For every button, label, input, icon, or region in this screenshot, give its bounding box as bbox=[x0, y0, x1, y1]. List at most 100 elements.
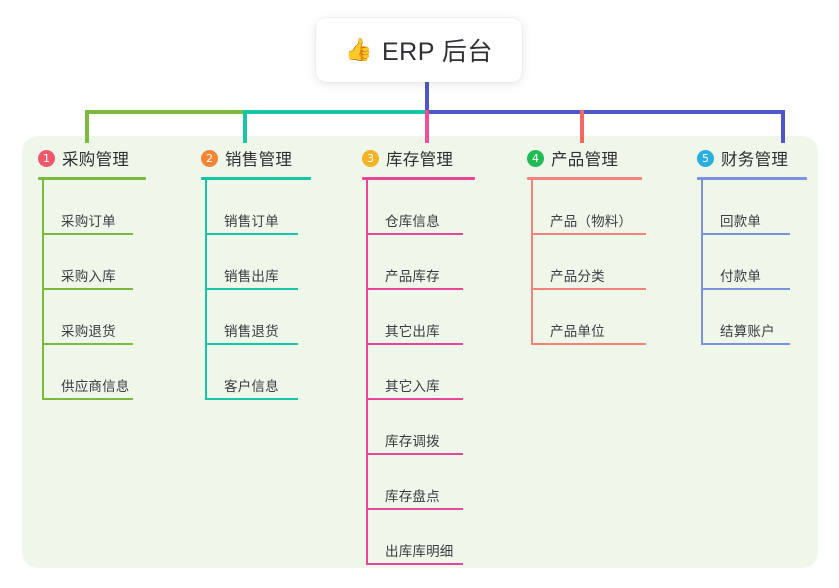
branch-header-rule bbox=[201, 177, 311, 180]
branch-item-label: 回款单 bbox=[720, 214, 762, 229]
branch-item-rule bbox=[206, 398, 298, 400]
branch-item-label: 其它入库 bbox=[385, 379, 440, 394]
branch-drop-3 bbox=[425, 110, 429, 143]
branch-column-库存管理: 3 库存管理仓库信息产品库存其它出库其它入库库存调拨库存盘点出库库明细 bbox=[362, 146, 475, 565]
branch-item-rule bbox=[43, 288, 133, 290]
branch-item[interactable]: 库存盘点 bbox=[367, 455, 475, 510]
branch-drop-1 bbox=[85, 110, 89, 143]
trunk-segment-purple bbox=[425, 110, 785, 114]
branch-header[interactable]: 1 采购管理 bbox=[38, 146, 146, 177]
branch-item[interactable]: 产品分类 bbox=[532, 235, 646, 290]
branch-drop-5 bbox=[781, 110, 785, 143]
branch-item-label: 销售出库 bbox=[224, 269, 279, 284]
branch-item-rule bbox=[702, 288, 790, 290]
branch-item-label: 供应商信息 bbox=[61, 379, 130, 394]
branch-spine bbox=[701, 180, 703, 345]
branch-items: 产品（物料） 产品分类产品单位 bbox=[527, 180, 646, 345]
branch-item[interactable]: 产品（物料） bbox=[532, 180, 646, 235]
branch-item-rule bbox=[367, 563, 463, 565]
branch-spine bbox=[531, 180, 533, 345]
branch-header[interactable]: 2 销售管理 bbox=[201, 146, 311, 177]
branch-item[interactable]: 采购订单 bbox=[43, 180, 146, 235]
diagram-background-panel bbox=[22, 136, 818, 568]
branch-item-label: 产品库存 bbox=[385, 269, 440, 284]
branch-item[interactable]: 产品库存 bbox=[367, 235, 475, 290]
branch-items: 仓库信息产品库存其它出库其它入库库存调拨库存盘点出库库明细 bbox=[362, 180, 475, 565]
trunk-segment-teal bbox=[243, 110, 427, 114]
branch-item-rule bbox=[702, 343, 790, 345]
thumbs-up-icon: 👍 bbox=[345, 37, 373, 62]
branch-item-rule bbox=[367, 288, 463, 290]
branch-item-label: 产品单位 bbox=[550, 324, 605, 339]
branch-item-rule bbox=[532, 343, 646, 345]
branch-header-label: 库存管理 bbox=[386, 151, 454, 169]
root-node[interactable]: 👍 ERP 后台 bbox=[316, 18, 522, 82]
branch-item[interactable]: 销售订单 bbox=[206, 180, 311, 235]
branch-spine bbox=[42, 180, 44, 400]
branch-item-label: 销售订单 bbox=[224, 214, 279, 229]
branch-item[interactable]: 其它入库 bbox=[367, 345, 475, 400]
branch-item-rule bbox=[367, 343, 463, 345]
branch-item-label: 其它出库 bbox=[385, 324, 440, 339]
branch-item[interactable]: 供应商信息 bbox=[43, 345, 146, 400]
branch-item[interactable]: 其它出库 bbox=[367, 290, 475, 345]
branch-items: 采购订单采购入库采购退货供应商信息 bbox=[38, 180, 146, 400]
branch-number-badge: 1 bbox=[38, 149, 55, 167]
branch-item-label: 采购订单 bbox=[61, 214, 116, 229]
branch-item[interactable]: 付款单 bbox=[702, 235, 807, 290]
root-node-title: 👍 ERP 后台 bbox=[345, 32, 493, 68]
branch-item-rule bbox=[532, 233, 646, 235]
branch-item[interactable]: 出库库明细 bbox=[367, 510, 475, 565]
branch-items: 回款单付款单结算账户 bbox=[697, 180, 807, 345]
branch-header-rule bbox=[38, 177, 146, 180]
branch-number-badge: 4 bbox=[527, 149, 544, 167]
branch-number-badge: 5 bbox=[697, 149, 714, 167]
branch-item-label: 产品分类 bbox=[550, 269, 605, 284]
branch-item-label: 仓库信息 bbox=[385, 214, 440, 229]
branch-item-label: 销售退货 bbox=[224, 324, 279, 339]
branch-item[interactable]: 结算账户 bbox=[702, 290, 807, 345]
branch-item[interactable]: 库存调拨 bbox=[367, 400, 475, 455]
branch-item-rule bbox=[43, 233, 133, 235]
trunk-segment-green bbox=[85, 110, 245, 114]
branch-item-rule bbox=[532, 288, 646, 290]
branch-item[interactable]: 销售退货 bbox=[206, 290, 311, 345]
branch-number-badge: 3 bbox=[362, 149, 379, 167]
branch-items: 销售订单销售出库销售退货客户信息 bbox=[201, 180, 311, 400]
branch-item-rule bbox=[206, 343, 298, 345]
branch-header[interactable]: 3 库存管理 bbox=[362, 146, 475, 177]
branch-item-label: 付款单 bbox=[720, 269, 762, 284]
branch-header-rule bbox=[362, 177, 475, 180]
branch-item-rule bbox=[367, 508, 463, 510]
branch-item-label: 客户信息 bbox=[224, 379, 279, 394]
branch-header-label: 采购管理 bbox=[62, 151, 130, 169]
branch-item[interactable]: 客户信息 bbox=[206, 345, 311, 400]
branch-drop-4 bbox=[580, 110, 584, 143]
branch-item-label: 库存盘点 bbox=[385, 489, 440, 504]
branch-header-label: 销售管理 bbox=[225, 151, 293, 169]
branch-item[interactable]: 产品单位 bbox=[532, 290, 646, 345]
branch-item[interactable]: 回款单 bbox=[702, 180, 807, 235]
branch-item[interactable]: 采购退货 bbox=[43, 290, 146, 345]
branch-column-销售管理: 2 销售管理销售订单销售出库销售退货客户信息 bbox=[201, 146, 311, 400]
root-stem-connector bbox=[425, 80, 429, 113]
branch-spine bbox=[366, 180, 368, 565]
branch-item[interactable]: 采购入库 bbox=[43, 235, 146, 290]
branch-item-rule bbox=[702, 233, 790, 235]
branch-item-label: 采购入库 bbox=[61, 269, 116, 284]
root-node-label: ERP 后台 bbox=[382, 38, 493, 66]
branch-item-label: 出库库明细 bbox=[385, 544, 454, 559]
branch-item-rule bbox=[367, 398, 463, 400]
branch-item[interactable]: 销售出库 bbox=[206, 235, 311, 290]
branch-item-rule bbox=[43, 398, 133, 400]
branch-column-采购管理: 1 采购管理采购订单采购入库采购退货供应商信息 bbox=[38, 146, 146, 400]
branch-number-badge: 2 bbox=[201, 149, 218, 167]
branch-item-label: 产品（物料） bbox=[550, 214, 633, 229]
branch-item[interactable]: 仓库信息 bbox=[367, 180, 475, 235]
branch-item-rule bbox=[206, 288, 298, 290]
branch-drop-2 bbox=[243, 110, 247, 143]
branch-item-label: 结算账户 bbox=[720, 324, 775, 339]
